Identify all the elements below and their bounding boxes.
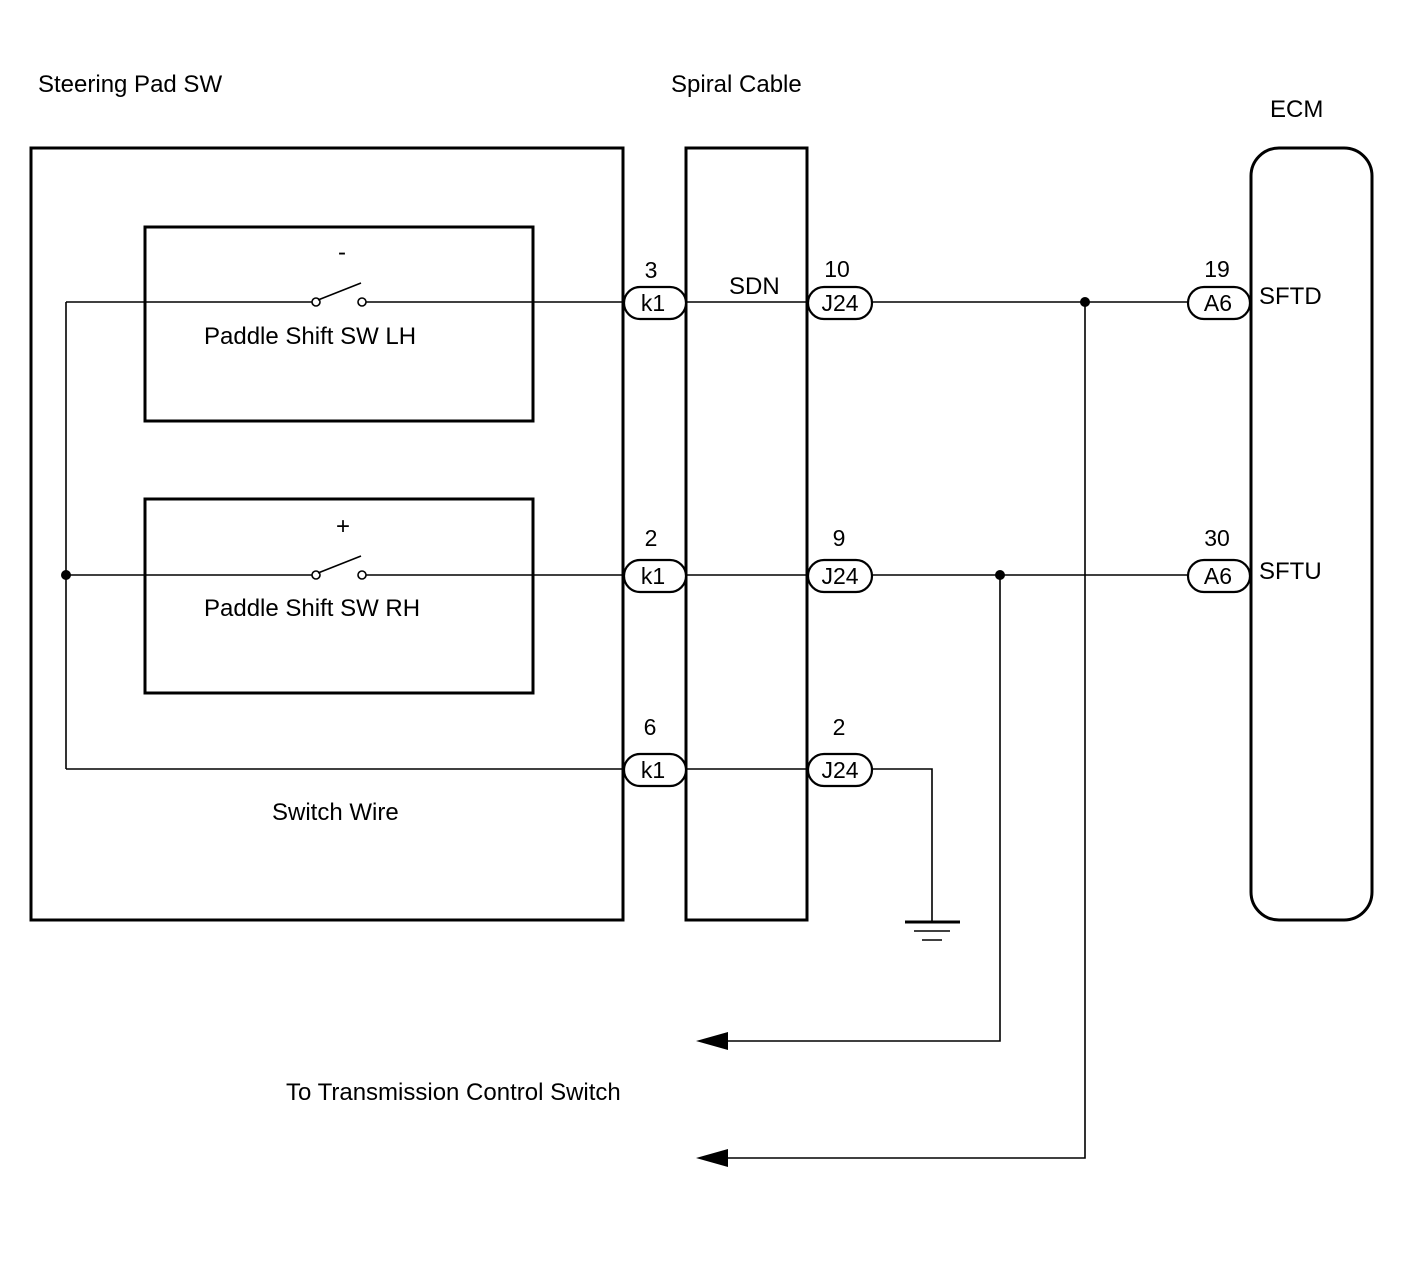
connector-a6-top-code: A6	[1204, 290, 1232, 316]
arrow-left-icon	[696, 1149, 728, 1167]
connector-j24-bot-code: J24	[821, 757, 858, 783]
connector-a6-mid-code: A6	[1204, 563, 1232, 589]
connector-k1-bot-pin: 6	[644, 714, 657, 740]
connector-j24-bot-pin: 2	[833, 714, 846, 740]
switch-lh-blade	[317, 282, 362, 301]
paddle-lh-sign: -	[338, 239, 346, 266]
connector-j24-top-code: J24	[821, 290, 858, 316]
to-transmission-control-switch-label: To Transmission Control Switch	[286, 1079, 621, 1106]
arrow-left-icon	[696, 1032, 728, 1050]
branch-wire-sftu	[712, 575, 1001, 1042]
switch-lh-contact-b	[357, 297, 367, 307]
paddle-shift-sw-rh-box	[143, 497, 535, 695]
paddle-rh-sign: +	[336, 513, 350, 540]
ecm-terminal-sftd: SFTD	[1259, 283, 1322, 310]
connector-a6-top-pin: 19	[1204, 256, 1230, 282]
connector-k1-top	[622, 285, 688, 321]
connector-j24-mid-pin: 9	[833, 525, 846, 551]
steering-pad-sw-box	[29, 146, 625, 922]
connector-a6-top	[1186, 285, 1252, 321]
steering-pad-sw-title: Steering Pad SW	[38, 71, 222, 98]
sdn-label: SDN	[729, 273, 780, 300]
connector-k1-mid-pin: 2	[645, 525, 658, 551]
connector-j24-top-pin: 10	[824, 256, 850, 282]
switch-wire-label: Switch Wire	[272, 799, 399, 826]
connector-k1-top-code: k1	[641, 290, 665, 316]
spiral-cable-title: Spiral Cable	[671, 71, 802, 98]
connector-k1-bot-code: k1	[641, 757, 665, 783]
connector-k1-mid-code: k1	[641, 563, 665, 589]
connector-j24-mid	[806, 558, 874, 594]
spiral-cable-box	[684, 146, 809, 922]
connector-j24-mid-code: J24	[821, 563, 858, 589]
connector-j24-bot	[806, 752, 874, 788]
ecm-terminal-sftu: SFTU	[1259, 558, 1322, 585]
connector-k1-top-pin: 3	[645, 257, 658, 283]
connector-k1-bot	[622, 752, 688, 788]
paddle-shift-sw-lh-label: Paddle Shift SW LH	[204, 323, 416, 350]
paddle-shift-sw-rh-label: Paddle Shift SW RH	[204, 595, 420, 622]
ecm-box	[1249, 146, 1374, 922]
connector-a6-mid-pin: 30	[1204, 525, 1230, 551]
paddle-shift-sw-lh-box	[143, 225, 535, 423]
switch-rh-blade	[317, 555, 362, 574]
ground-wire	[872, 768, 933, 922]
ecm-title: ECM	[1270, 96, 1323, 123]
branch-wire-sftd	[712, 302, 1086, 1159]
connector-k1-mid	[622, 558, 688, 594]
connector-j24-top	[806, 285, 874, 321]
switch-rh-contact-b	[357, 570, 367, 580]
connector-a6-mid	[1186, 558, 1252, 594]
